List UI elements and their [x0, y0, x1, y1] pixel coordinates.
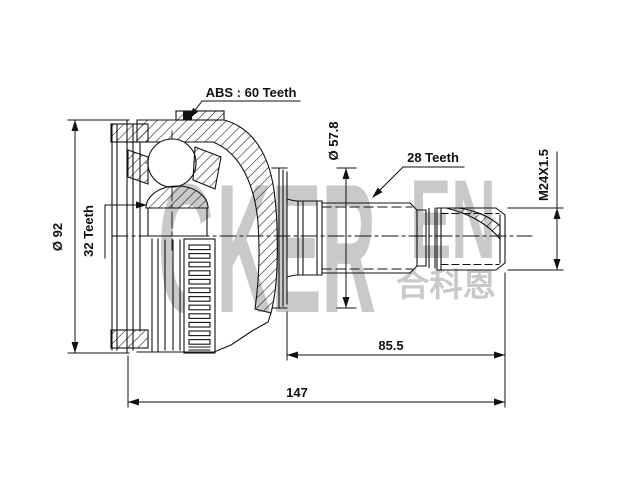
overall-length-dimension: 147	[127, 272, 506, 408]
outer-diameter-label: Ø 92	[50, 223, 65, 251]
bell-back-cap-bottom	[110, 329, 149, 349]
nose-diameter-dimension: Ø 57.8	[326, 121, 357, 309]
abs-tone-ring	[175, 110, 225, 121]
cv-joint-drawing: Ø 92 32 Teeth Ø 57.8 ABS : 60 Teeth	[50, 85, 564, 408]
bell-back-cap-top	[110, 123, 149, 143]
shaft-spline-label: 28 Teeth	[407, 150, 459, 165]
bell-back-lines	[111, 120, 141, 353]
thread-size-dimension: M24X1.5	[507, 149, 564, 271]
shaft-spline-outline	[321, 202, 418, 274]
overall-length-label: 147	[286, 385, 308, 400]
spline-length-dimension: 85.5	[286, 311, 506, 361]
cv-joint-bell	[110, 110, 299, 354]
boot-clamp-band	[183, 238, 216, 354]
boot-groove-collar	[297, 200, 323, 276]
abs-teeth-callout: ABS : 60 Teeth	[189, 85, 301, 119]
threaded-stub	[436, 207, 506, 271]
dimensions: Ø 92 32 Teeth Ø 57.8 ABS : 60 Teeth	[50, 85, 564, 408]
bell-nose-face	[271, 167, 299, 309]
inner-spline-label: 32 Teeth	[81, 205, 96, 257]
inner-spline-bore	[147, 207, 208, 237]
cage-section-left	[127, 149, 149, 185]
bell-lower-outline	[136, 312, 272, 353]
outer-diameter-dimension: Ø 92	[50, 119, 130, 354]
cage-section-right	[192, 146, 222, 190]
watermark-cjk: 合科恩	[396, 267, 496, 303]
nose-diameter-label: Ø 57.8	[326, 121, 341, 160]
circlip-groove	[416, 207, 436, 269]
abs-teeth-label: ABS : 60 Teeth	[206, 85, 297, 100]
thread-outline	[436, 207, 506, 271]
bell-wall-section	[136, 119, 278, 314]
thread-runout	[445, 207, 501, 241]
inner-spline-callout: 32 Teeth	[81, 201, 147, 259]
inner-race	[145, 185, 209, 209]
shaft-spline-root-lines	[321, 206, 413, 270]
abs-ring-tooth	[183, 111, 192, 120]
shaft-spline-callout: 28 Teeth	[372, 150, 465, 198]
rubber-boot-folds	[151, 238, 181, 352]
bearing-ball	[147, 138, 197, 188]
thread-size-label: M24X1.5	[536, 149, 551, 201]
spline-length-label: 85.5	[378, 338, 403, 353]
drive-shaft	[297, 200, 506, 276]
